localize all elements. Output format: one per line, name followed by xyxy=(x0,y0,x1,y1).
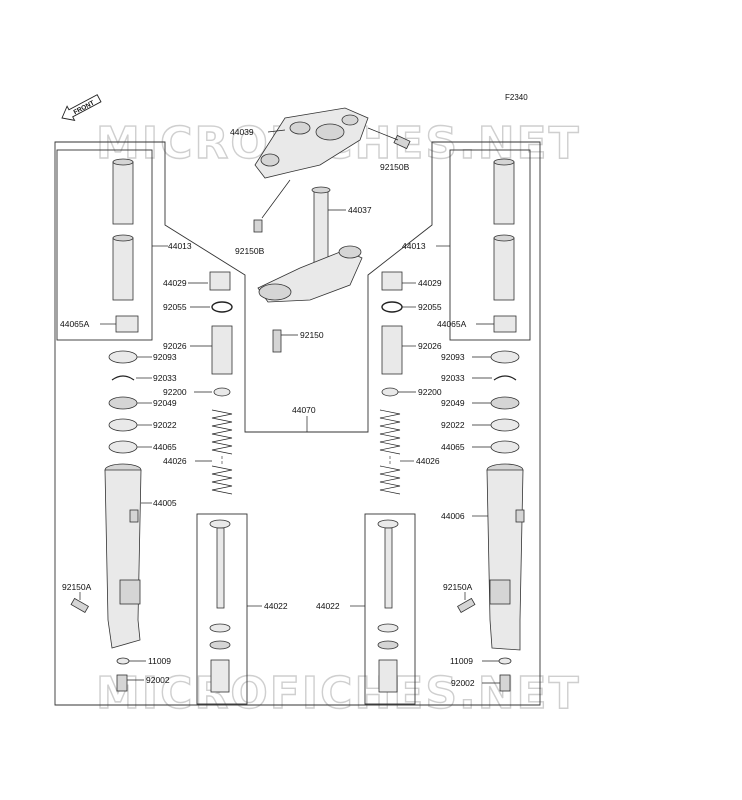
label-11009-left: 11009 xyxy=(148,656,171,666)
assembly-frame xyxy=(54,141,541,706)
bolt-92150 xyxy=(272,329,298,353)
clip-92033-left xyxy=(111,375,135,381)
box-44013-right xyxy=(449,149,531,341)
cap-44029-left xyxy=(209,271,231,291)
label-44022-right: 44022 xyxy=(316,601,340,611)
bolt-92150a-left xyxy=(70,597,89,614)
spacer-92026-left xyxy=(211,325,233,375)
steering-stem xyxy=(257,186,363,303)
fork-tube-right xyxy=(493,158,515,301)
label-44005: 44005 xyxy=(153,498,177,508)
washer-92200-left xyxy=(213,387,231,397)
label-44013-left: 44013 xyxy=(168,241,192,251)
label-44029-right: 44029 xyxy=(418,278,442,288)
label-92055-left: 92055 xyxy=(163,302,187,312)
label-92033-right: 92033 xyxy=(441,373,465,383)
damper-44022-right xyxy=(377,519,399,693)
label-92150a-right: 92150A xyxy=(443,582,473,592)
label-92093-left: 92093 xyxy=(153,352,177,362)
bolt-92002-right xyxy=(499,674,511,692)
bolt-92150b-top xyxy=(367,127,411,150)
label-44013-right: 44013 xyxy=(402,241,426,251)
label-92002-right: 92002 xyxy=(451,678,475,688)
label-92049-left: 92049 xyxy=(153,398,177,408)
bolt-92150a-right xyxy=(457,597,476,614)
label-92200-left: 92200 xyxy=(163,387,187,397)
label-92033-left: 92033 xyxy=(153,373,177,383)
label-44065a-left: 44065A xyxy=(60,319,90,329)
spring-44026-left xyxy=(211,409,233,495)
label-44065a-right: 44065A xyxy=(437,319,467,329)
upper-bracket xyxy=(254,107,369,179)
label-92093-right: 92093 xyxy=(441,352,465,362)
bolt-92002-left xyxy=(116,674,128,692)
seal-92093-right xyxy=(490,350,520,364)
spacer-92026-right xyxy=(381,325,403,375)
oring-92055-right xyxy=(381,301,403,313)
gasket-11009-left xyxy=(116,657,130,665)
seal-92049-right xyxy=(490,396,520,410)
label-44022-left: 44022 xyxy=(264,601,288,611)
label-92150b-left: 92150B xyxy=(235,246,265,256)
cap-44029-right xyxy=(381,271,403,291)
label-92150a-left: 92150A xyxy=(62,582,92,592)
label-92049-right: 92049 xyxy=(441,398,465,408)
damper-44022-left xyxy=(209,519,231,693)
outer-tube-44006 xyxy=(486,463,525,651)
label-44070: 44070 xyxy=(292,405,316,415)
bushing-44065-right xyxy=(490,440,520,454)
label-44026-left: 44026 xyxy=(163,456,187,466)
box-44013-left xyxy=(56,149,153,341)
label-92150: 92150 xyxy=(300,330,324,340)
gasket-11009-right xyxy=(498,657,512,665)
label-92200-right: 92200 xyxy=(418,387,442,397)
watermark-bottom: MICROFICHES.NET xyxy=(96,668,581,719)
label-11009-right: 11009 xyxy=(450,656,473,666)
fork-tube-left xyxy=(112,158,134,301)
bolt-92150b-left xyxy=(253,179,291,233)
label-92055-right: 92055 xyxy=(418,302,442,312)
washer-92200-right xyxy=(381,387,399,397)
label-44037: 44037 xyxy=(348,205,372,215)
label-44065-right: 44065 xyxy=(441,442,465,452)
bushing-44065-left xyxy=(108,440,138,454)
washer-92022-right xyxy=(490,418,520,432)
label-92022-left: 92022 xyxy=(153,420,177,430)
box-44022-left xyxy=(196,513,248,705)
figure-code: F2340 xyxy=(505,93,528,102)
label-44029-left: 44029 xyxy=(163,278,187,288)
seal-92049-left xyxy=(108,396,138,410)
label-92002-left: 92002 xyxy=(146,675,170,685)
box-44022-right xyxy=(364,513,416,705)
label-92150b-top: 92150B xyxy=(380,162,410,172)
label-92022-right: 92022 xyxy=(441,420,465,430)
label-44026-right: 44026 xyxy=(416,456,440,466)
outer-tube-44005 xyxy=(104,463,142,649)
spring-44026-right xyxy=(379,409,401,495)
oring-92055-left xyxy=(211,301,233,313)
label-92026-right: 92026 xyxy=(418,341,442,351)
label-44039: 44039 xyxy=(230,127,254,137)
label-44065-left: 44065 xyxy=(153,442,177,452)
label-44006: 44006 xyxy=(441,511,465,521)
bushing-44065a-left xyxy=(115,315,139,333)
label-92026-left: 92026 xyxy=(163,341,187,351)
bushing-44065a-right xyxy=(493,315,517,333)
clip-92033-right xyxy=(493,375,517,381)
washer-92022-left xyxy=(108,418,138,432)
seal-92093-left xyxy=(108,350,138,364)
